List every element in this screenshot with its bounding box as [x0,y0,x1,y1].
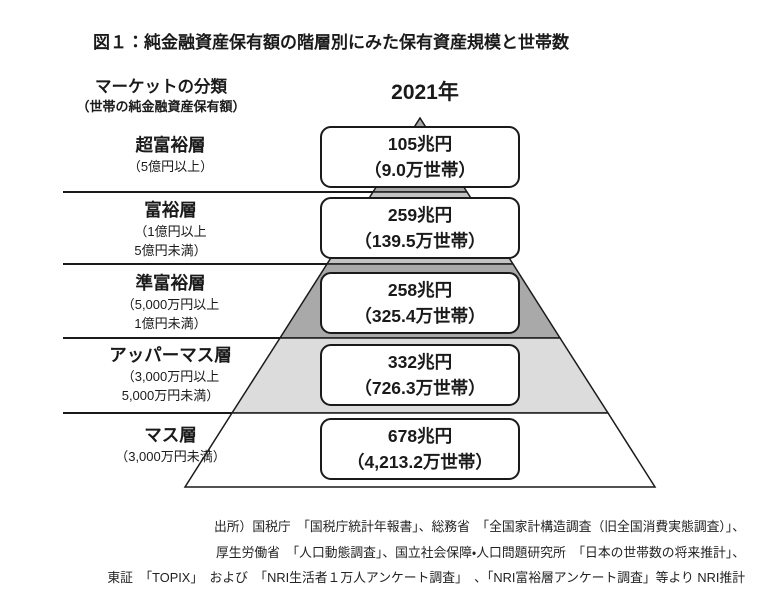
assets-value: 258兆円 [387,280,453,300]
source-line-3: 東証 「TOPIX」 および 「NRI生活者１万人アンケート調査」 、「NRI富… [107,570,745,585]
market-classification-header: マーケットの分類 （世帯の純金融資産保有額） [52,77,270,116]
households-value: （139.5万世帯） [354,231,486,251]
assets-value: 678兆円 [387,426,453,446]
value-box-tier-1: 105兆円 （9.0万世帯） [320,126,520,188]
value-box-tier-5: 678兆円 （4,213.2万世帯） [320,418,520,480]
tier-label-block-3: 準富裕層 （5,000万円以上 1億円未満） [58,271,283,333]
market-classification-sublabel: （世帯の純金融資産保有額） [76,99,246,114]
households-value: （4,213.2万世帯） [347,452,493,472]
tier-label-block-5: マス層 （3,000万円未満） [58,423,283,467]
tier-name: マス層 [144,425,197,445]
assets-value: 259兆円 [387,205,453,225]
assets-value: 332兆円 [387,352,453,372]
tier-name: アッパーマス層 [109,345,232,365]
market-classification-label: マーケットの分類 [95,78,227,96]
households-value: （726.3万世帯） [354,378,486,398]
value-box-tier-3: 258兆円 （325.4万世帯） [320,272,520,334]
tier-label-block-4: アッパーマス層 （3,000万円以上 5,000万円未満） [58,343,283,405]
value-box-tier-2: 259兆円 （139.5万世帯） [320,197,520,259]
source-line-1: 出所）国税庁 「国税庁統計年報書」、総務省 「全国家計構造調査（旧全国消費実態調… [213,519,745,534]
households-value: （325.4万世帯） [354,306,486,326]
tier-range: （1億円以上 5億円未満） [134,224,207,258]
source-line-2: 厚生労働省 「人口動態調査」、国立社会保障・人口問題研究所 「日本の世帯数の将来… [215,544,745,560]
value-box-tier-4: 332兆円 （726.3万世帯） [320,344,520,406]
tier-range: （3,000万円以上 5,000万円未満） [121,369,220,403]
figure-title: 図１：純金融資産保有額の階層別にみた保有資産規模と世帯数 [93,33,569,52]
source-note: 出所）国税庁 「国税庁統計年報書」、総務省 「全国家計構造調査（旧全国消費実態調… [0,514,772,591]
tier-name: 準富裕層 [135,273,206,293]
tier-range: （3,000万円未満） [115,449,226,464]
tier-label-block-1: 超富裕層 （5億円以上） [58,133,283,177]
tier-name: 富裕層 [144,200,197,220]
tier-range: （5,000万円以上 1億円未満） [121,297,220,331]
tier-name: 超富裕層 [135,135,206,155]
tier-range: （5億円以上） [127,159,214,174]
assets-value: 105兆円 [387,134,453,154]
households-value: （9.0万世帯） [364,160,476,180]
year-label: 2021年 [391,81,459,104]
tier-label-block-2: 富裕層 （1億円以上 5億円未満） [58,198,283,260]
